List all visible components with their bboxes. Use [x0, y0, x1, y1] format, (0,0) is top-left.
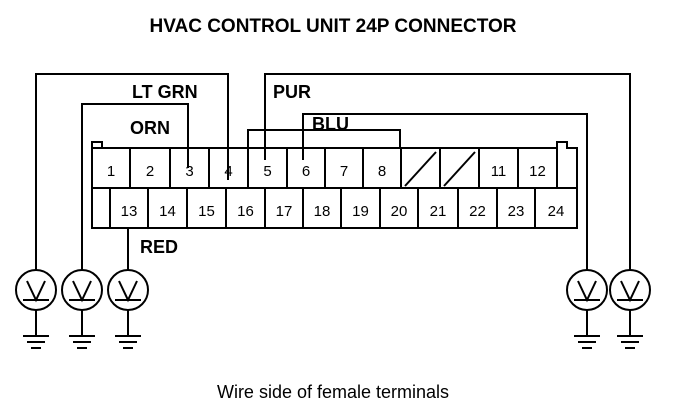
pin-label: 19: [352, 203, 369, 220]
meter-circle: [566, 269, 608, 311]
ground-icon: [69, 310, 95, 349]
voltmeters: [15, 269, 651, 349]
wire-lt-grn: [35, 73, 229, 270]
pin-label: 14: [159, 203, 176, 220]
pin-label: 11: [491, 163, 507, 180]
meter-v-mark: [26, 280, 46, 303]
pin-label: 21: [430, 203, 447, 220]
wire-label-lt-grn: LT GRN: [132, 82, 198, 102]
pin-label: 5: [263, 163, 271, 180]
pin-label: 20: [391, 203, 408, 220]
meter-circle: [107, 269, 149, 311]
pin-label: 13: [121, 203, 138, 220]
unused-cavity-mark: [404, 151, 437, 187]
wire-pur: [264, 73, 631, 270]
meter-circle: [61, 269, 103, 311]
pin-label: 7: [340, 163, 348, 180]
wires: [35, 73, 631, 270]
diagram-caption: Wire side of female terminals: [217, 382, 449, 402]
meter-v-mark: [72, 280, 92, 303]
unused-cavity-mark: [443, 151, 476, 187]
pin-label: 3: [185, 163, 193, 180]
connector-row-2: 13 14 15 16 17 18 19 20 21 22 23 24: [91, 187, 578, 229]
pin-label: 23: [508, 203, 525, 220]
pin-label: 17: [276, 203, 293, 220]
meter-circle: [15, 269, 57, 311]
pin-label: 2: [146, 163, 154, 180]
cavity: [534, 187, 578, 229]
voltmeter-icon: [107, 269, 149, 349]
ground-icon: [574, 310, 600, 349]
wire-label-pur: PUR: [273, 82, 311, 102]
voltmeter-icon: [609, 269, 651, 349]
pin-label: 6: [302, 163, 310, 180]
cavity: [91, 187, 111, 229]
pin-label: 1: [107, 163, 115, 180]
ground-icon: [23, 310, 49, 349]
pin-label: 18: [314, 203, 331, 220]
meter-v-mark: [620, 280, 640, 303]
pin-label: 15: [198, 203, 215, 220]
meter-v-mark: [577, 280, 597, 303]
pin-label: 22: [469, 203, 486, 220]
wire-label-red: RED: [140, 237, 178, 257]
wire-orn: [81, 103, 189, 270]
wire-blu: [302, 113, 588, 270]
wire-label-orn: ORN: [130, 118, 170, 138]
ground-icon: [115, 310, 141, 349]
voltmeter-icon: [15, 269, 57, 349]
pin-label: 16: [237, 203, 254, 220]
voltmeter-icon: [566, 269, 608, 349]
pin-label: 8: [378, 163, 386, 180]
meter-circle: [609, 269, 651, 311]
pin-label: 12: [529, 163, 546, 180]
pin-label: 24: [548, 203, 565, 220]
wire-label-blu: BLU: [312, 114, 349, 134]
meter-v-mark: [118, 280, 138, 303]
diagram-title: HVAC CONTROL UNIT 24P CONNECTOR: [149, 16, 516, 37]
voltmeter-icon: [61, 269, 103, 349]
ground-icon: [617, 310, 643, 349]
